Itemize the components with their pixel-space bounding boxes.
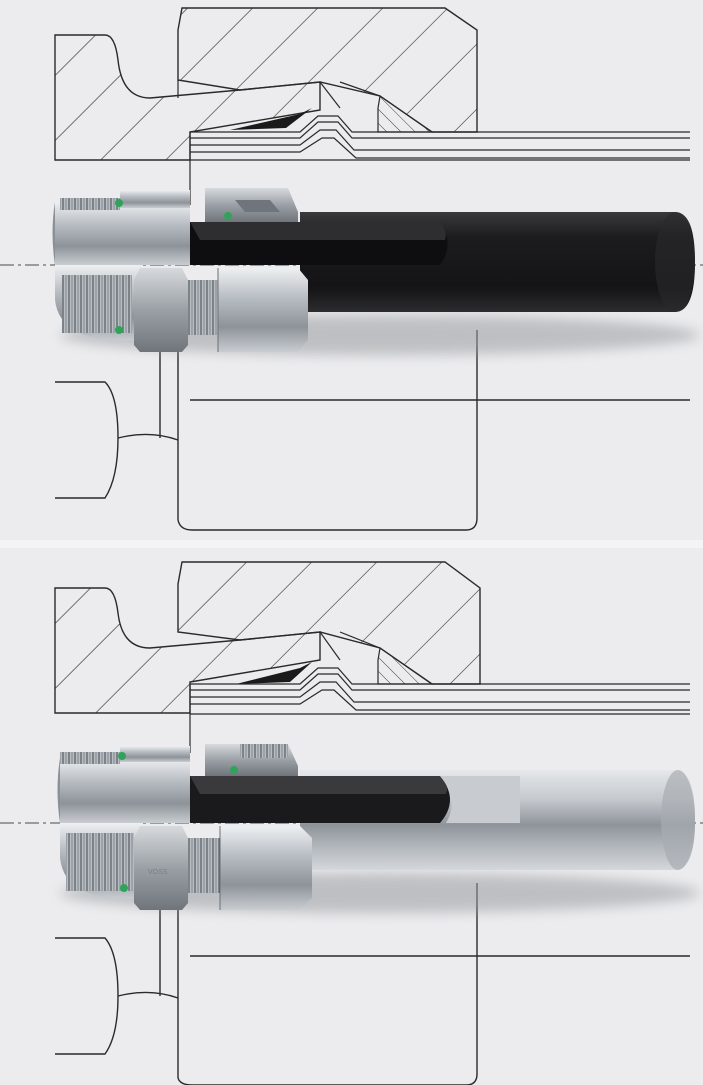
fitting-cutaway-top <box>52 188 448 352</box>
panel-top <box>0 0 703 540</box>
section-drawing-bottom <box>54 561 690 753</box>
fitting-marking: VOSS <box>148 869 168 876</box>
panel-bottom: VOSS <box>0 548 703 1085</box>
section-drawing-top <box>54 7 690 205</box>
hatched-section-icon <box>54 34 321 161</box>
top-panel-drawing <box>0 7 703 531</box>
threaded-body-icon <box>60 198 120 210</box>
panel-divider <box>0 540 703 548</box>
seal-ring-icon <box>115 199 123 207</box>
bottom-panel-drawing: VOSS <box>0 561 703 1085</box>
outline-drawing-bottom <box>55 883 690 1085</box>
hex-nut-icon <box>134 268 188 352</box>
fitting-cutaway-bottom: VOSS <box>57 744 520 910</box>
outline-drawing-top <box>55 330 690 531</box>
